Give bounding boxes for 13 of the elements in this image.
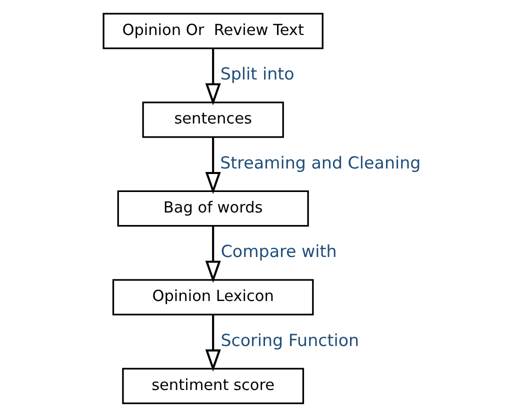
edge-label: Compare with bbox=[220, 242, 336, 262]
edge-label: Streaming and Cleaning bbox=[220, 153, 420, 172]
arrow bbox=[204, 314, 220, 372]
node-box: Opinion Or Review Text bbox=[102, 12, 323, 50]
arrow bbox=[204, 48, 220, 106]
edge-label: Split into bbox=[220, 64, 294, 84]
arrow bbox=[204, 137, 220, 194]
node-box: Bag of words bbox=[116, 190, 308, 227]
node-box: Opinion Lexicon bbox=[112, 279, 314, 316]
node-box: sentiment score bbox=[122, 368, 304, 404]
node-box: sentences bbox=[142, 102, 284, 138]
edge-label: Scoring Function bbox=[220, 330, 359, 350]
arrow bbox=[204, 226, 220, 283]
